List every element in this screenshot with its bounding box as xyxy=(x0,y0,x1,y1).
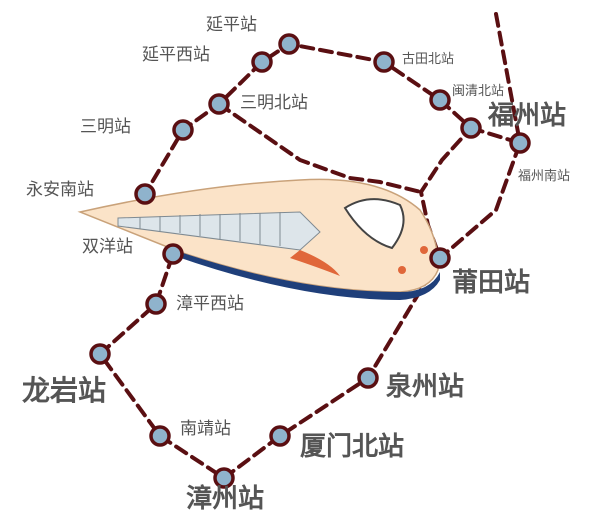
station-dot-putian[interactable] xyxy=(429,247,451,269)
label-sanming-bei: 三明北站 xyxy=(240,93,308,112)
station-dot-sanming-bei[interactable] xyxy=(208,93,230,115)
label-yanping: 延平站 xyxy=(206,15,257,34)
train-illustration xyxy=(77,178,440,300)
route-sanming-link xyxy=(217,102,423,194)
station-dot-gutian-bei[interactable] xyxy=(373,51,395,73)
station-dots xyxy=(89,33,531,489)
train-headlight-2 xyxy=(420,246,428,254)
station-dot-minqing-bei[interactable] xyxy=(429,89,451,111)
label-gutian-bei: 古田北站 xyxy=(402,51,454,66)
label-longyan: 龙岩站 xyxy=(22,375,106,406)
label-yanping-xi: 延平西站 xyxy=(142,45,210,64)
label-sanming: 三明站 xyxy=(80,117,131,136)
label-quanzhou: 泉州站 xyxy=(386,371,464,401)
label-nanjing: 南靖站 xyxy=(180,419,231,438)
station-dot-yanping-xi[interactable] xyxy=(251,51,273,73)
train-stripe xyxy=(175,252,440,300)
label-shuangyang: 双洋站 xyxy=(82,237,133,256)
station-dot-longyan[interactable] xyxy=(89,343,111,365)
station-dot-fuzhou-nan[interactable] xyxy=(509,132,531,154)
station-labels: 延平站 延平西站 古田北站 闽清北站 福州站 福州南站 三明北站 三明站 永安南… xyxy=(22,15,570,513)
station-dot-yanping[interactable] xyxy=(278,33,300,55)
station-dot-yongan-nan[interactable] xyxy=(134,183,156,205)
station-dot-fuzhou[interactable] xyxy=(460,117,482,139)
train-window-lines xyxy=(139,212,281,246)
train-windshield xyxy=(343,198,405,250)
label-zhangping-xi: 漳平西站 xyxy=(176,294,244,313)
station-dot-quanzhou[interactable] xyxy=(357,367,379,389)
label-putian: 莆田站 xyxy=(452,267,530,297)
station-dot-nanjing[interactable] xyxy=(149,425,171,447)
station-dot-zhangzhou[interactable] xyxy=(213,467,235,489)
label-xiamen-bei: 厦门北站 xyxy=(300,431,404,461)
label-fuzhou: 福州站 xyxy=(487,100,566,130)
station-dot-sanming[interactable] xyxy=(172,119,194,141)
label-yongan-nan: 永安南站 xyxy=(26,180,94,199)
train-window-band xyxy=(117,211,321,251)
train-headlight xyxy=(398,266,406,274)
label-zhangzhou: 漳州站 xyxy=(186,483,264,513)
station-dot-shuangyang[interactable] xyxy=(162,243,184,265)
station-dot-zhangping-xi[interactable] xyxy=(145,293,167,315)
station-dot-xiamen-bei[interactable] xyxy=(269,425,291,447)
train-accent xyxy=(290,250,340,276)
label-fuzhou-nan: 福州南站 xyxy=(518,168,570,183)
label-minqing-bei: 闽清北站 xyxy=(452,83,504,98)
